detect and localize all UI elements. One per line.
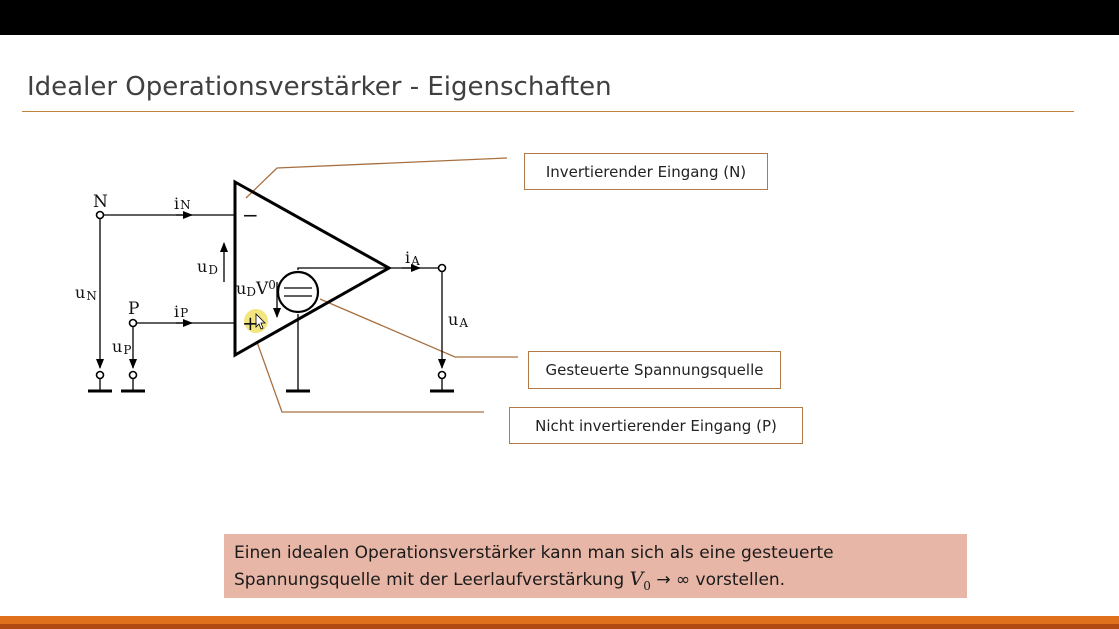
title-divider	[22, 111, 1074, 112]
node-label-p: P	[128, 299, 139, 319]
cursor-icon	[255, 313, 266, 330]
label-u-n: uN	[75, 283, 97, 303]
note-variable: V0	[629, 568, 651, 593]
node-label-n: N	[93, 192, 108, 212]
leader-source	[319, 298, 518, 358]
opamp-triangle	[233, 179, 393, 358]
note-text-2: vorstellen.	[690, 570, 786, 590]
leader-non-inverting	[256, 341, 484, 413]
bottom-accent-bar	[0, 616, 1119, 629]
terminal-n	[95, 210, 105, 220]
label-i-a: iA	[405, 248, 420, 268]
terminal-ground-n	[95, 370, 105, 380]
callout-controlled-source: Gesteuerte Spannungsquelle	[528, 351, 781, 389]
summary-note: Einen idealen Operationsverstärker kann …	[224, 534, 967, 598]
terminal-ground-p	[128, 370, 138, 380]
slide-title: Idealer Operationsverstärker - Eigenscha…	[27, 72, 612, 102]
label-u-d: uD	[197, 257, 218, 277]
non-inverting-sign: +	[242, 311, 259, 335]
callout-non-inverting-input: Nicht invertierender Eingang (P)	[509, 407, 803, 444]
inverting-sign: −	[242, 203, 259, 227]
label-ud-v0: uDV0	[236, 278, 276, 299]
terminal-output	[437, 263, 447, 273]
terminal-ground-a	[437, 370, 447, 380]
top-black-bar	[0, 0, 1119, 35]
terminal-p	[128, 318, 138, 328]
label-i-n: iN	[174, 194, 191, 213]
label-u-a: uA	[448, 310, 468, 330]
label-i-p: iP	[174, 302, 188, 321]
callout-inverting-input: Invertierender Eingang (N)	[524, 153, 768, 190]
label-u-p: uP	[112, 337, 131, 357]
note-text-1: Einen idealen Operationsverstärker kann …	[234, 543, 834, 590]
controlled-source-icon	[276, 270, 320, 314]
callout-leaders	[245, 157, 518, 413]
source-top-wire	[297, 267, 389, 270]
leader-inverting	[245, 157, 508, 199]
note-limit-symbol: → ∞	[656, 570, 691, 590]
